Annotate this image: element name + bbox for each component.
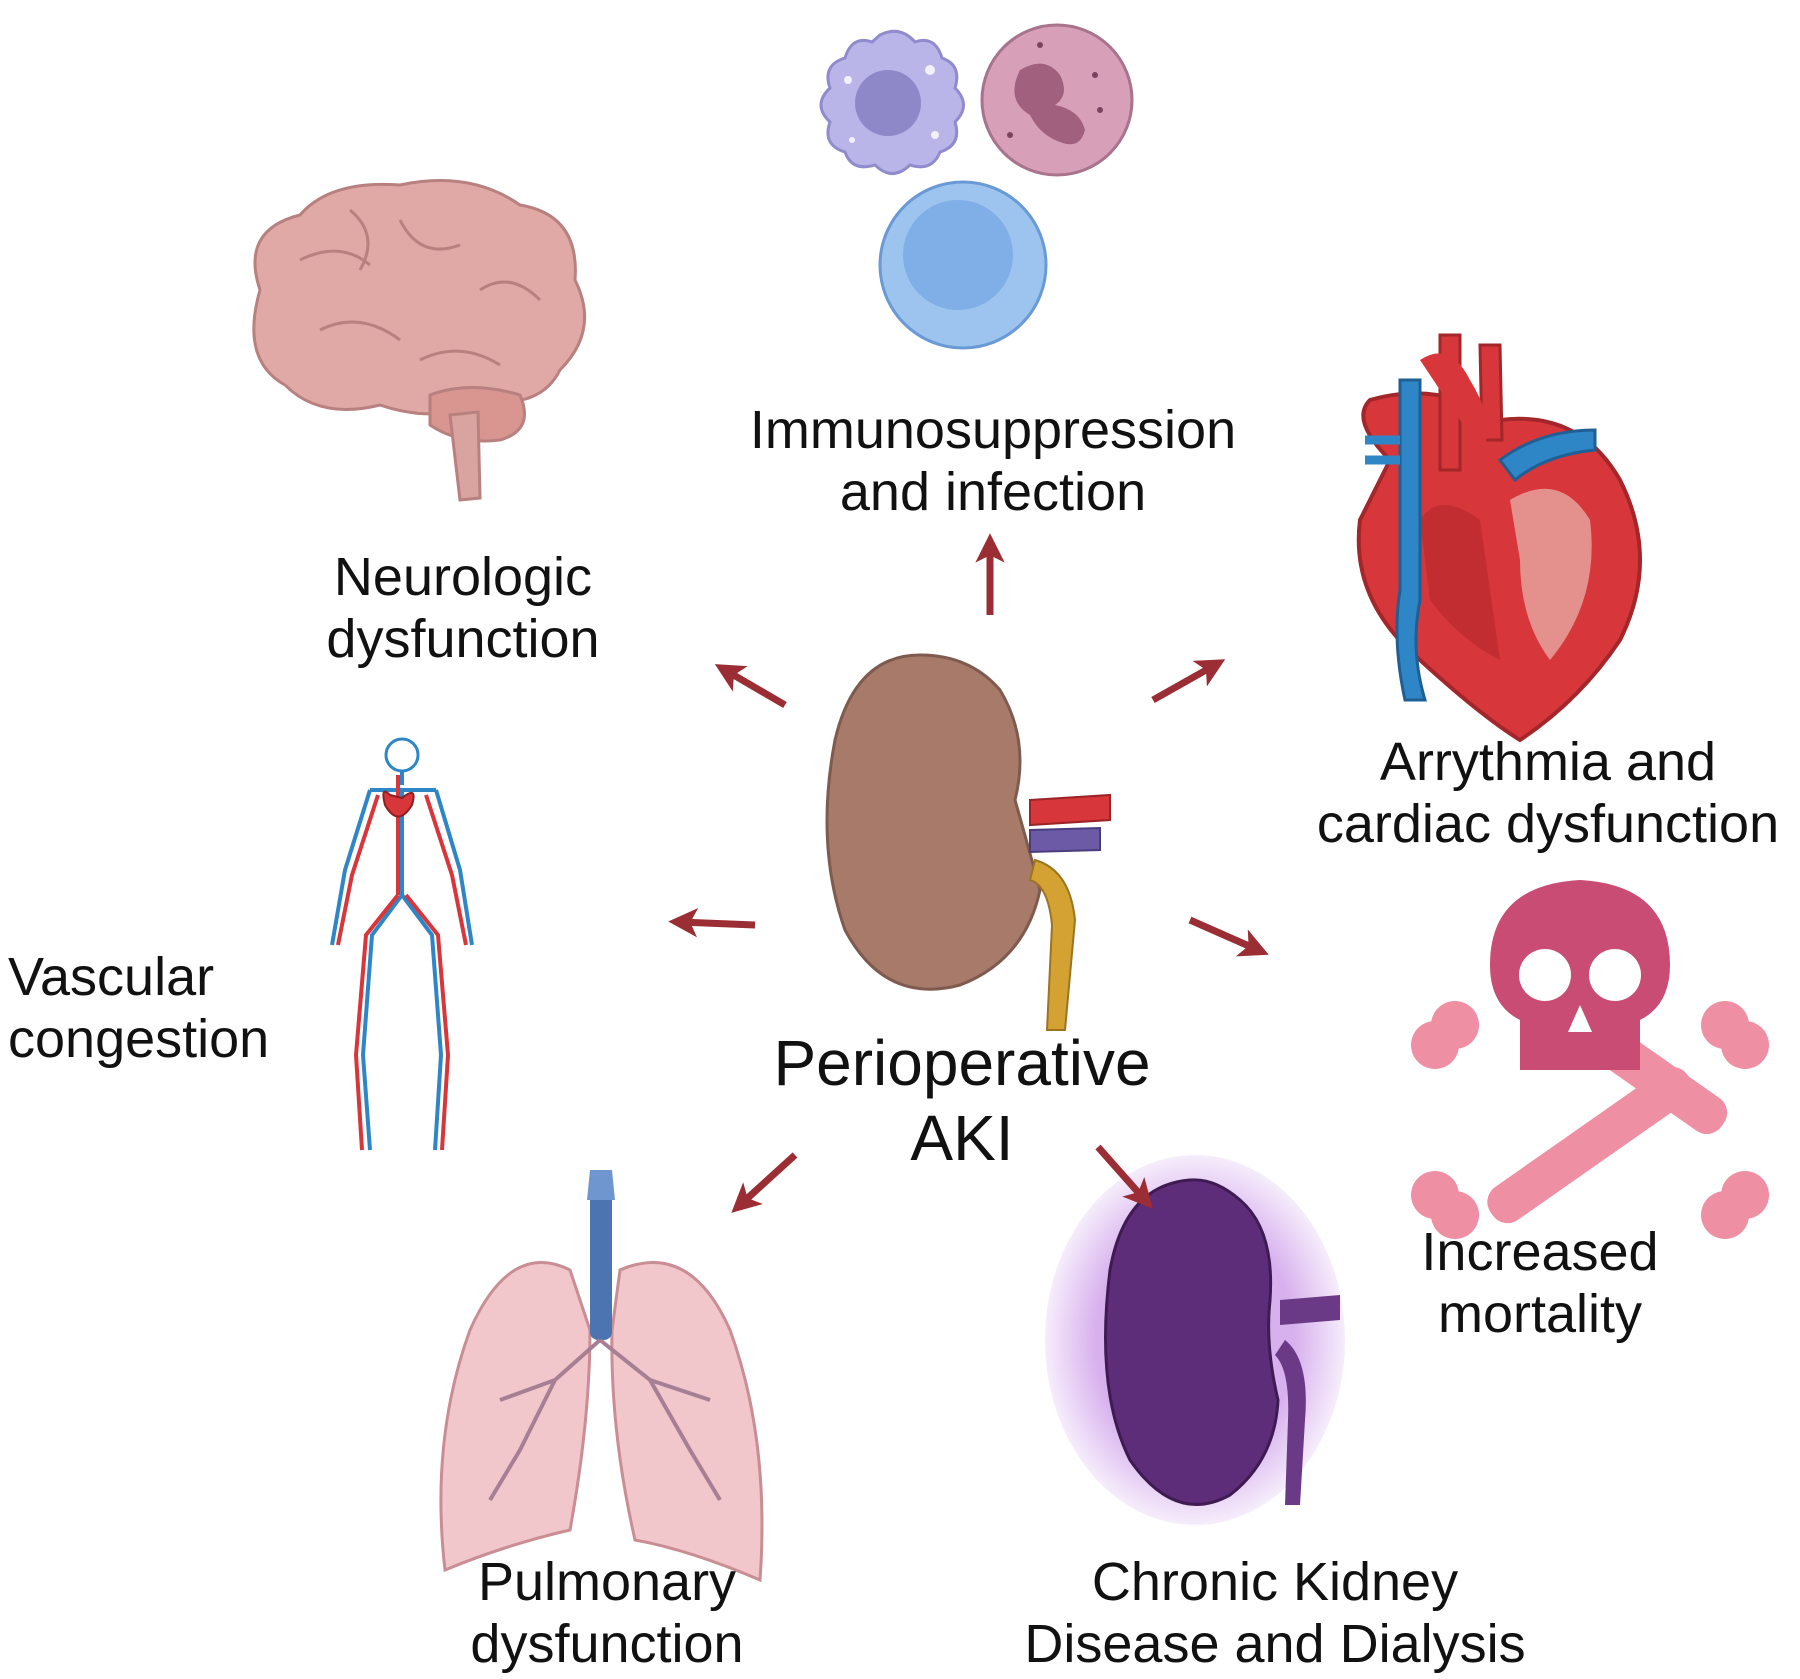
arrow-mortality bbox=[1188, 916, 1269, 957]
mortality-label-line1: Increased bbox=[1421, 1222, 1658, 1282]
neuro-label-line2: dysfunction bbox=[326, 609, 599, 669]
kidney-icon bbox=[825, 653, 1111, 1031]
arrow-ckd bbox=[1095, 1144, 1153, 1209]
arrow-pulmonary bbox=[731, 1152, 798, 1213]
macrophage-icon bbox=[819, 29, 965, 175]
skull-crossbones-icon bbox=[1411, 880, 1769, 1239]
neuro-label-line1: Neurologic bbox=[334, 547, 592, 607]
vascular-label-line1: Vascular bbox=[8, 947, 214, 1007]
arrow-neuro bbox=[714, 664, 787, 709]
ckd-label-line2: Disease and Dialysis bbox=[1024, 1614, 1525, 1674]
lymphocyte-icon bbox=[878, 180, 1048, 350]
lungs-icon bbox=[439, 1170, 764, 1583]
immuno-label-line1: Immunosuppression bbox=[750, 400, 1236, 460]
pulmonary-label-line2: dysfunction bbox=[470, 1614, 743, 1674]
immuno-label-line2: and infection bbox=[840, 462, 1146, 522]
cardiac-label-line2: cardiac dysfunction bbox=[1317, 794, 1779, 854]
mortality-label-line2: mortality bbox=[1438, 1284, 1642, 1344]
heart-icon bbox=[1356, 333, 1642, 743]
center-label-line1: Perioperative bbox=[773, 1027, 1150, 1099]
circulatory-system-icon bbox=[330, 737, 474, 1151]
pulmonary-label-line1: Pulmonary bbox=[478, 1552, 736, 1612]
arrow-vascular bbox=[668, 908, 756, 938]
ckd-label-line1: Chronic Kidney bbox=[1092, 1552, 1458, 1612]
arrow-cardiac bbox=[1151, 659, 1226, 704]
ckd-kidney-icon bbox=[1045, 1155, 1345, 1525]
center-label-line2: AKI bbox=[910, 1102, 1013, 1174]
brain-icon bbox=[252, 179, 587, 502]
neutrophil-icon bbox=[980, 23, 1134, 177]
vascular-label-line2: congestion bbox=[8, 1009, 269, 1069]
arrows bbox=[668, 533, 1269, 1213]
cardiac-label-line1: Arrythmia and bbox=[1380, 732, 1716, 792]
